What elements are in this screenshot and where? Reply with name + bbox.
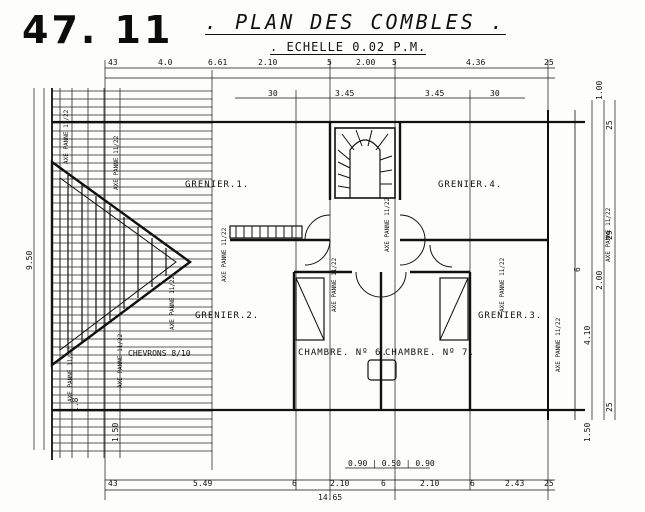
second-dimension-2: 30 (268, 89, 278, 98)
axe-panne-label-1: AXE PANNE 11/22 (63, 109, 70, 164)
partitions (230, 122, 548, 410)
left-dimension-2: 1.50 (111, 423, 120, 442)
top-dimension-1: 6.61 (208, 58, 227, 67)
top-dimension-0: 43 (108, 58, 118, 67)
top-dimension-3: 2.10 (258, 58, 277, 67)
top-dimension-2: 4.0 (158, 58, 173, 67)
second-dimension-3: 30 (490, 89, 500, 98)
dormer-windows (295, 277, 469, 381)
axe-panne-label-10: AXE PANNE 11/22 (555, 317, 562, 372)
plan-title: . PLAN DES COMBLES . (205, 10, 506, 35)
bottom-dimension-7: 2.43 (505, 479, 524, 488)
top-dimension-8: 25 (544, 58, 554, 67)
right-dimension-0: 1.00 (595, 81, 604, 100)
door-swings (304, 214, 453, 298)
right-dimension-7: 6 (573, 267, 582, 272)
second-dimension-1: 3.45 (425, 89, 444, 98)
bottom-dimension-6: 6 (470, 479, 475, 488)
second-dimension-labels: 3.45 3.45 30 30 (268, 89, 500, 98)
top-dimension-6: 5 (392, 58, 397, 67)
axe-panne-label-3: AXE PANNE 11/22 (221, 227, 228, 282)
top-dimension-5: 2.00 (356, 58, 375, 67)
staircase (334, 127, 396, 199)
right-dimension-4: 25 (605, 120, 614, 130)
axe-panne-label-11: AXE PANNE 11/22 (605, 207, 612, 262)
bottom-dimension-3: 2.10 (330, 479, 349, 488)
bottom-dimension-labels: 43 5.49 6 2.10 6 2.10 6 2.43 25 (108, 479, 554, 488)
right-dimension-3: 1.50 (583, 423, 592, 442)
room-label-chambre-6: CHAMBRE. Nº 6. (298, 348, 388, 358)
plan-scale: . ECHELLE 0.02 P.M. (270, 40, 427, 55)
top-dimension-7: 4.36 (466, 58, 485, 67)
right-dimension-5: 29 (605, 230, 614, 240)
bottom-dimension-2: 6 (292, 479, 297, 488)
left-dimension-labels: 9.50 1.8 1.50 (25, 251, 120, 442)
bottom-dimension-8: 25 (544, 479, 554, 488)
room-label-grenier-2: GRENIER.2. (195, 311, 259, 321)
axe-panne-label-7: AXE PANNE 11/22 (331, 257, 338, 312)
railing (229, 225, 303, 239)
second-dimension-0: 3.45 (335, 89, 354, 98)
room-label-chambre-7: CHAMBRE. Nº 7. (385, 348, 475, 358)
axe-panne-label-5: AXE PANNE 11/22 (117, 333, 124, 388)
rafter-hatching (52, 88, 212, 458)
axe-panne-label-6: AXE PANNE 11/22 (67, 347, 74, 402)
bottom-dimension-5: 2.10 (420, 479, 439, 488)
axe-panne-label-9: AXE PANNE 11/22 (499, 257, 506, 312)
dimension-lines (33, 60, 616, 500)
top-dimension-4: 5 (327, 58, 332, 67)
room-label-grenier-1: GRENIER.1. (185, 180, 249, 190)
bottom-dimension-1: 5.49 (193, 479, 212, 488)
left-dimension-1: 1.8 (71, 397, 80, 412)
right-dimension-1: 2.00 (595, 271, 604, 290)
axe-panne-label-2: AXE PANNE 11/22 (113, 135, 120, 190)
room-label-grenier-3: GRENIER.3. (478, 311, 542, 321)
chevrons-label: CHEVRONS 8/10 (128, 349, 191, 358)
right-dimension-2: 4.10 (583, 326, 592, 345)
right-dimension-labels: 1.00 2.00 4.10 1.50 25 29 25 6 (573, 81, 614, 442)
left-dimension-0: 9.50 (25, 251, 34, 270)
bottom-dimension-4: 6 (381, 479, 386, 488)
axe-panne-label-8: AXE PANNE 11/22 (384, 197, 391, 252)
top-dimension-labels: 43 6.61 4.0 2.10 5 2.00 5 4.36 25 (108, 58, 554, 67)
room-label-grenier-4: GRENIER.4. (438, 180, 502, 190)
bottom-dimension-0: 43 (108, 479, 118, 488)
sheet-number: 47. 11 (22, 8, 174, 52)
bottom-detail-dimension: 0.90 | 0.50 | 0.90 (348, 459, 435, 468)
axe-panne-label-4: AXE PANNE 11/22 (169, 275, 176, 330)
right-dimension-6: 25 (605, 402, 614, 412)
bottom-total-dimension: 14.65 (318, 493, 342, 502)
